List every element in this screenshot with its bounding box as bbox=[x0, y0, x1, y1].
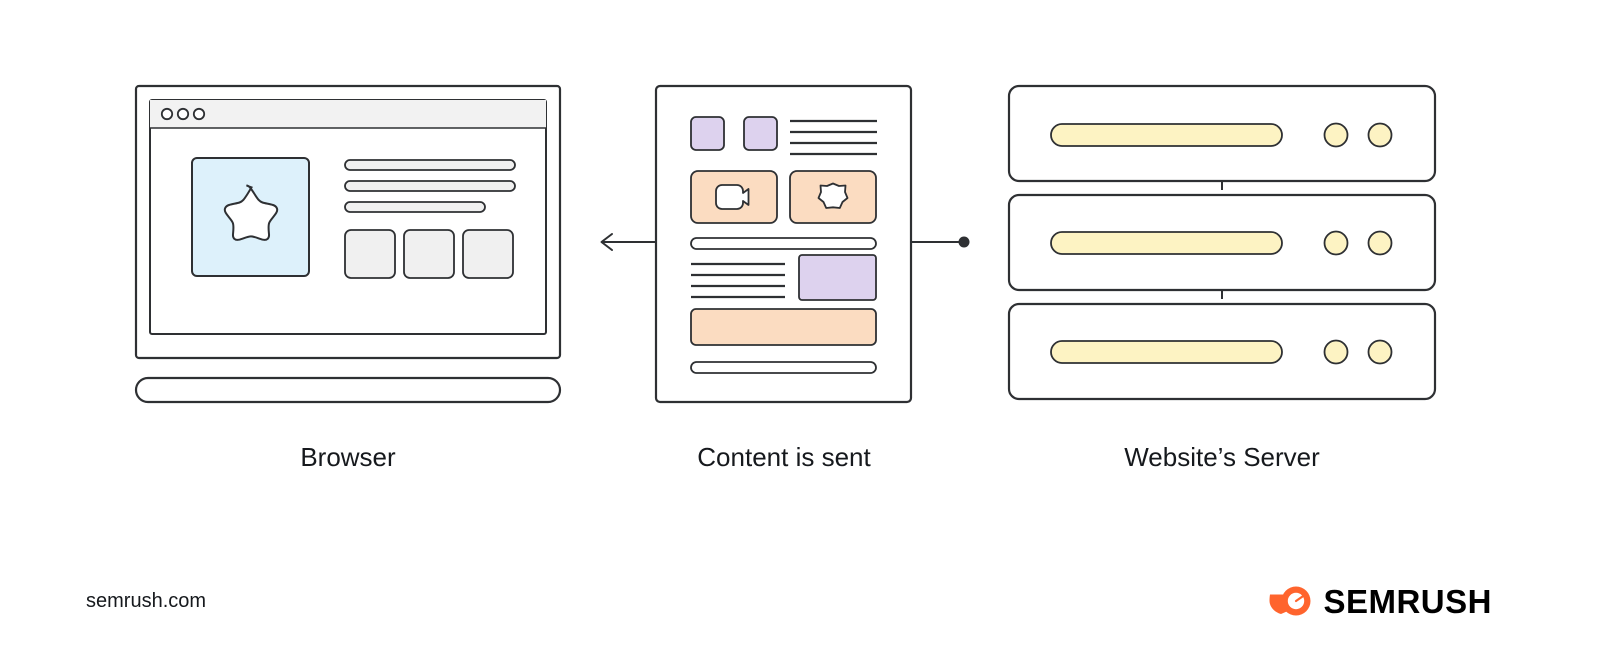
browser-card-tile[interactable] bbox=[344, 229, 396, 279]
stage-server bbox=[1007, 84, 1437, 401]
server-pill bbox=[1050, 340, 1283, 364]
content-purple-block bbox=[798, 254, 877, 301]
server-led-icon bbox=[1323, 122, 1349, 148]
window-dot-icon[interactable] bbox=[192, 107, 206, 121]
connector-server-to-content bbox=[911, 236, 970, 248]
server-pill bbox=[1050, 123, 1283, 147]
connector-content-to-browser bbox=[600, 233, 656, 251]
browser-text-line bbox=[344, 159, 516, 171]
stage-label-content: Content is sent bbox=[697, 442, 871, 472]
server-led-icon bbox=[1367, 339, 1393, 365]
browser-card-tile[interactable] bbox=[403, 229, 455, 279]
stage-browser bbox=[134, 84, 562, 404]
arrow-left-icon bbox=[600, 233, 613, 251]
content-bar bbox=[690, 237, 877, 250]
starburst-icon bbox=[817, 182, 849, 209]
footer-source-url: semrush.com bbox=[86, 590, 207, 612]
semrush-logo: SEMRUSH bbox=[1268, 581, 1492, 621]
browser-card-tile[interactable] bbox=[462, 229, 514, 279]
content-bar bbox=[690, 361, 877, 374]
endpoint-dot-icon bbox=[958, 236, 970, 248]
stage-content bbox=[654, 84, 913, 404]
semrush-comet-icon bbox=[1269, 586, 1311, 616]
star-icon bbox=[223, 184, 279, 241]
browser-titlebar bbox=[150, 100, 546, 128]
browser-text-line bbox=[344, 201, 486, 213]
semrush-wordmark: SEMRUSH bbox=[1323, 582, 1492, 620]
content-purple-chip bbox=[690, 116, 725, 151]
window-dot-icon[interactable] bbox=[176, 107, 190, 121]
stage-label-server: Website’s Server bbox=[1124, 442, 1320, 472]
server-pill bbox=[1050, 231, 1283, 255]
window-dot-icon[interactable] bbox=[160, 107, 174, 121]
server-led-icon bbox=[1367, 230, 1393, 256]
server-led-icon bbox=[1323, 339, 1349, 365]
content-purple-chip bbox=[743, 116, 778, 151]
laptop-base bbox=[134, 376, 562, 404]
server-led-icon bbox=[1323, 230, 1349, 256]
server-led-icon bbox=[1367, 122, 1393, 148]
browser-text-line bbox=[344, 180, 516, 192]
content-orange-banner bbox=[690, 308, 877, 346]
video-rounded-icon bbox=[715, 184, 750, 210]
stage-label-browser: Browser bbox=[300, 442, 396, 472]
